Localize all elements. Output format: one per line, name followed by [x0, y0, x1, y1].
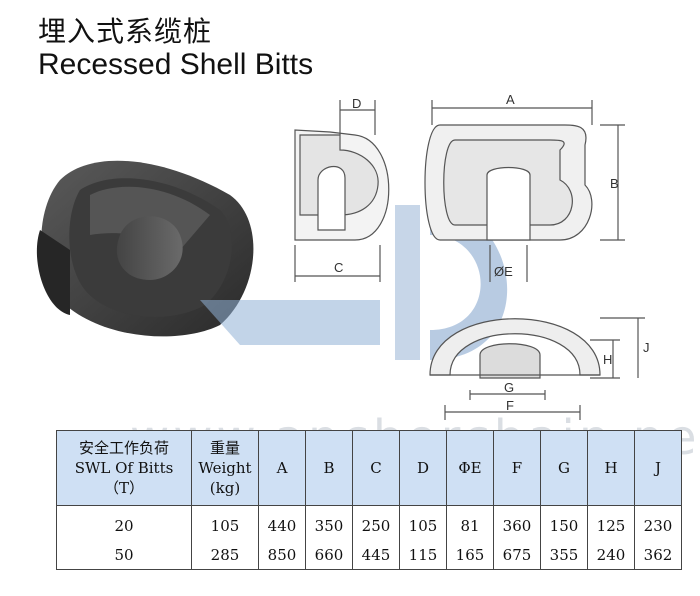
cell-a: 440 [258, 505, 306, 540]
header-d: D [399, 430, 447, 506]
dim-label-g: G [504, 380, 514, 395]
cell-b: 660 [305, 540, 353, 570]
header-f: F [493, 430, 541, 506]
header-swl: 安全工作负荷 SWL Of Bitts （T） [56, 430, 192, 506]
header-swl-unit: （T） [103, 479, 144, 497]
cell-j: 362 [634, 540, 682, 570]
header-g: G [540, 430, 588, 506]
specification-table: 安全工作负荷 SWL Of Bitts （T） 重量 Weight (kg) A… [56, 430, 682, 570]
cell-a: 850 [258, 540, 306, 570]
cell-weight: 285 [191, 540, 259, 570]
cell-g: 150 [540, 505, 588, 540]
title-english: Recessed Shell Bitts [38, 48, 314, 81]
cell-weight: 105 [191, 505, 259, 540]
header-swl-cn: 安全工作负荷 [78, 439, 169, 457]
cell-f: 360 [493, 505, 541, 540]
title-chinese: 埋入式系缆桩 [38, 15, 213, 48]
dim-label-j: J [643, 340, 650, 355]
cell-h: 125 [587, 505, 635, 540]
cell-g: 355 [540, 540, 588, 570]
header-weight-unit: (kg) [209, 479, 241, 497]
header-weight-en: Weight [198, 459, 252, 477]
header-phi-e: ΦE [446, 430, 494, 506]
cell-h: 240 [587, 540, 635, 570]
header-j: J [634, 430, 682, 506]
bitt-photo [36, 160, 254, 337]
table-header-row: 安全工作负荷 SWL Of Bitts （T） 重量 Weight (kg) A… [56, 430, 682, 506]
cell-phi-e: 165 [446, 540, 494, 570]
cell-d: 105 [399, 505, 447, 540]
header-h: H [587, 430, 635, 506]
dim-label-h: H [603, 352, 612, 367]
table-row: 20 105 440 350 250 105 81 360 150 125 23… [56, 505, 682, 540]
cell-d: 115 [399, 540, 447, 570]
header-b: B [305, 430, 353, 506]
cell-phi-e: 81 [446, 505, 494, 540]
cell-j: 230 [634, 505, 682, 540]
dim-label-f: F [506, 398, 514, 413]
dim-label-c: C [334, 260, 343, 275]
cell-c: 445 [352, 540, 400, 570]
header-weight: 重量 Weight (kg) [191, 430, 259, 506]
dim-label-b: B [610, 176, 619, 191]
dim-label-a: A [506, 92, 515, 107]
cell-swl: 20 [56, 505, 192, 540]
cell-swl: 50 [56, 540, 192, 570]
table-row: 50 285 850 660 445 115 165 675 355 240 3… [56, 540, 682, 570]
header-swl-en: SWL Of Bitts [74, 459, 174, 477]
cell-f: 675 [493, 540, 541, 570]
dim-label-d: D [352, 96, 361, 111]
header-weight-cn: 重量 [209, 439, 240, 457]
cell-b: 350 [305, 505, 353, 540]
cell-c: 250 [352, 505, 400, 540]
header-c: C [352, 430, 400, 506]
dim-label-phi-e: ØE [494, 264, 513, 279]
header-a: A [258, 430, 306, 506]
